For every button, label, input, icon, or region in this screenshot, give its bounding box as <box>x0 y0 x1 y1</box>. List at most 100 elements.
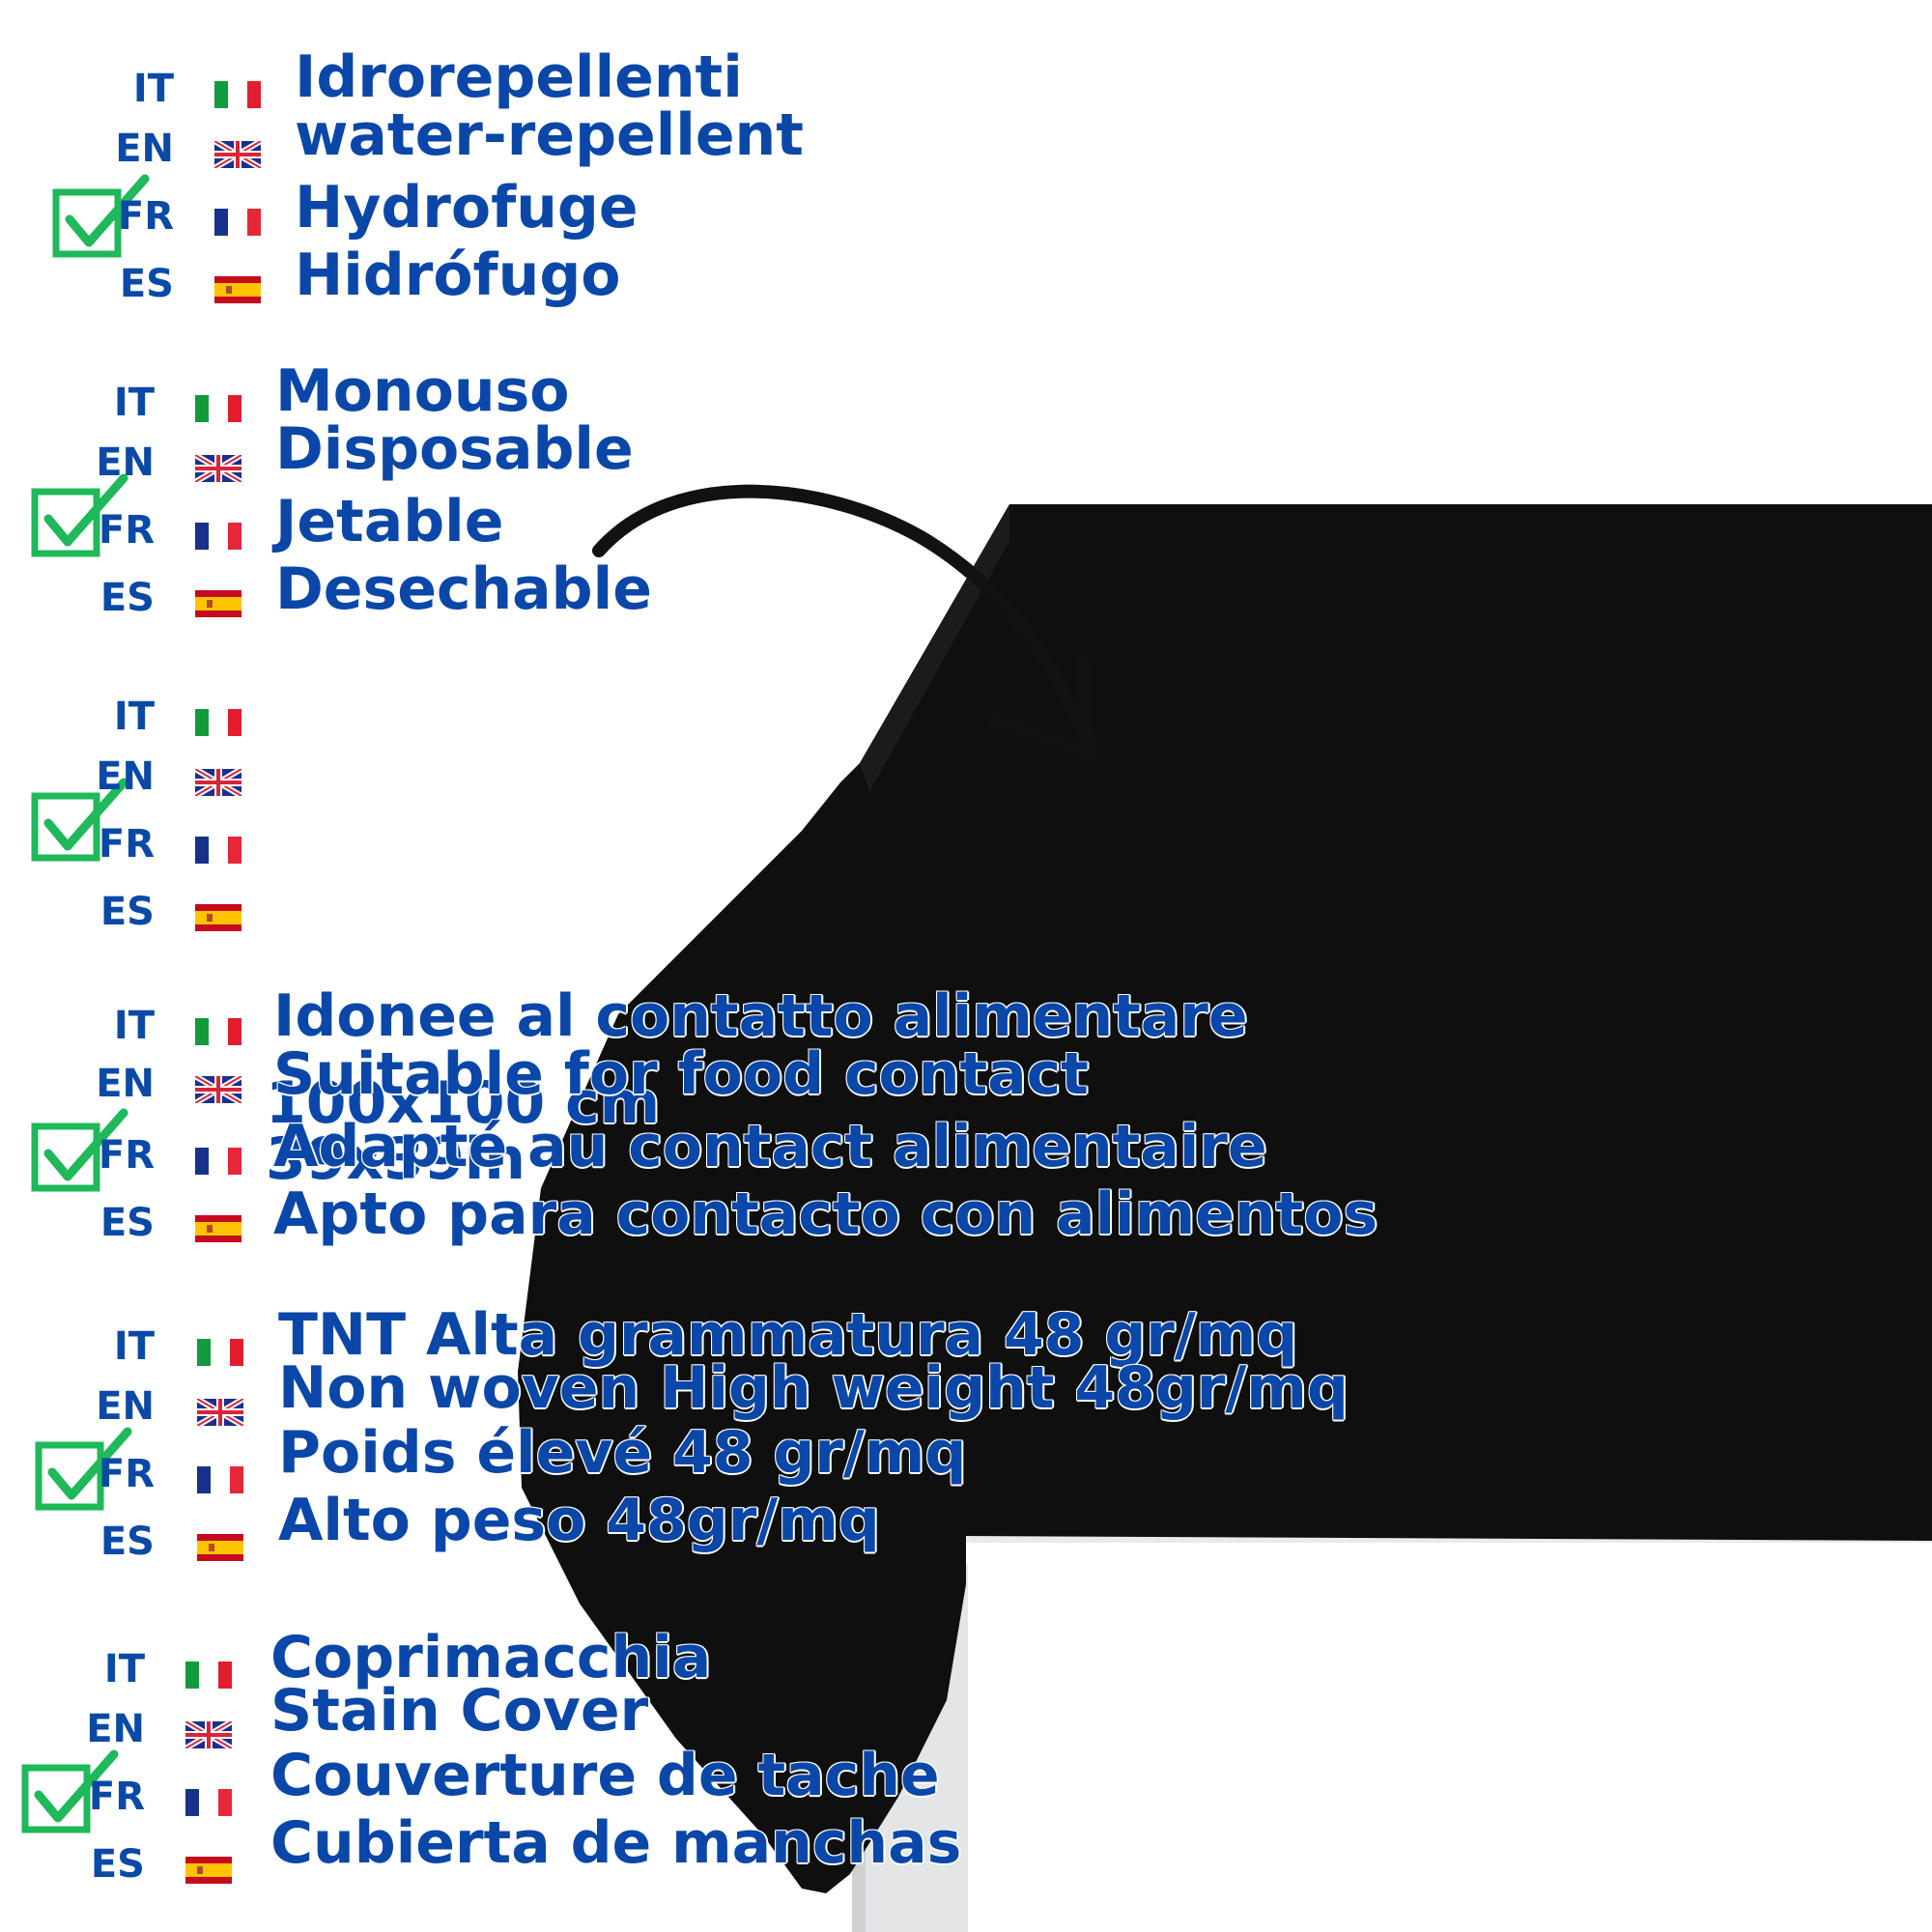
language-code: IT <box>113 1324 155 1369</box>
lang-row-fr: FR <box>0 1445 290 1503</box>
france-flag-icon <box>185 1789 232 1816</box>
feature-text-es: Desechable <box>275 555 652 623</box>
lang-row-it: IT <box>0 1640 290 1698</box>
lang-row-en: EN <box>0 1700 290 1758</box>
feature-text-fr: Poids élevé 48 gr/mq <box>278 1419 967 1487</box>
lang-row-es: ES <box>0 1194 290 1252</box>
feature-text-it: TNT Alta grammatura 48 gr/mq <box>278 1301 1298 1369</box>
language-code: ES <box>99 1520 155 1564</box>
lang-row-it: IT <box>0 1318 290 1376</box>
checkmark-icon <box>29 773 135 879</box>
language-code: ES <box>90 1842 145 1887</box>
france-flag-icon <box>195 523 242 550</box>
language-code: EN <box>96 1384 155 1429</box>
france-flag-icon <box>195 837 242 864</box>
feature-text-es: Apto para contacto con alimentos <box>273 1180 1378 1248</box>
arrow-head-icon <box>988 650 1096 760</box>
lang-row-it: IT <box>0 374 290 432</box>
feature-text-en: Disposable <box>275 415 634 483</box>
language-code: FR <box>117 194 174 239</box>
feature-text-fr: Adapté au contact alimentaire <box>273 1113 1267 1180</box>
lang-row-es: ES <box>0 883 290 941</box>
france-flag-icon <box>195 1148 242 1175</box>
lang-row-en: EN <box>0 434 290 492</box>
france-flag-icon <box>197 1466 243 1493</box>
feature-text-it: Monouso <box>275 357 570 425</box>
feature-text-es: Alto peso 48gr/mq <box>278 1487 880 1554</box>
checkmark-icon <box>50 169 156 275</box>
italy-flag-icon <box>195 1018 242 1045</box>
feature-text-it: Idrorepellenti <box>295 43 743 111</box>
feature-text-fr: Jetable <box>275 488 504 555</box>
language-code: EN <box>96 754 155 799</box>
lang-row-fr: FR <box>0 1768 290 1826</box>
lang-row-en: EN <box>0 120 290 178</box>
france-flag-icon <box>214 209 261 236</box>
feature-text-it: Idonee al contatto alimentare <box>273 982 1248 1050</box>
lang-row-fr: FR <box>0 501 290 559</box>
lang-row-fr: FR <box>0 187 290 245</box>
spain-flag-icon <box>185 1857 232 1884</box>
language-code: IT <box>113 381 155 425</box>
italy-flag-icon <box>185 1662 232 1689</box>
language-code: ES <box>99 576 155 620</box>
checkmark-icon <box>29 469 135 575</box>
italy-flag-icon <box>195 709 242 736</box>
lang-row-es: ES <box>0 255 290 313</box>
feature-text-en: 100x100 cm <box>266 1069 661 1137</box>
italy-flag-icon <box>214 81 261 108</box>
lang-row-fr: FR <box>0 815 290 873</box>
language-code: FR <box>88 1775 145 1819</box>
language-code: ES <box>99 890 155 934</box>
language-code: EN <box>86 1707 145 1751</box>
language-code: FR <box>98 822 155 867</box>
language-code: EN <box>115 127 174 171</box>
checkmark-icon <box>29 1103 135 1209</box>
feature-text-fr: Couverture de tache <box>270 1742 940 1809</box>
uk-flag-icon <box>213 138 263 171</box>
language-code: FR <box>98 1133 155 1178</box>
lang-row-en: EN <box>0 1378 290 1435</box>
checkmark-icon <box>19 1745 126 1851</box>
lang-row-es: ES <box>0 569 290 627</box>
language-code: ES <box>119 262 174 306</box>
language-code: FR <box>98 508 155 553</box>
language-code: EN <box>96 440 155 485</box>
language-code: IT <box>113 695 155 739</box>
feature-text-fr: Hydrofuge <box>295 174 639 242</box>
spain-flag-icon <box>197 1534 243 1561</box>
language-code: FR <box>98 1452 155 1496</box>
lang-row-en: EN <box>0 1055 290 1113</box>
language-code: IT <box>132 67 174 111</box>
black-tablecloth <box>518 504 1932 1893</box>
feature-text-es: Hidrófugo <box>295 242 621 309</box>
lang-row-it: IT <box>0 997 290 1055</box>
uk-flag-icon <box>193 452 243 485</box>
language-code: EN <box>96 1062 155 1106</box>
lang-row-es: ES <box>0 1835 290 1893</box>
language-code: ES <box>99 1201 155 1245</box>
spain-flag-icon <box>195 1215 242 1242</box>
lang-row-en: EN <box>0 748 290 806</box>
feature-text-en: Non woven High weight 48gr/mq <box>278 1354 1349 1422</box>
language-code: IT <box>113 1004 155 1048</box>
language-code: IT <box>103 1647 145 1691</box>
uk-flag-icon <box>193 1073 243 1106</box>
spain-flag-icon <box>195 590 242 617</box>
uk-flag-icon <box>193 766 243 799</box>
feature-text-en: Suitable for food contact <box>273 1040 1089 1108</box>
uk-flag-icon <box>195 1396 245 1429</box>
feature-text-es: Cubierta de manchas <box>270 1809 962 1877</box>
checkmark-icon <box>33 1422 139 1528</box>
italy-flag-icon <box>195 395 242 422</box>
spain-flag-icon <box>214 276 261 303</box>
lang-row-es: ES <box>0 1513 290 1571</box>
feature-text-it: Coprimacchia <box>270 1624 712 1691</box>
